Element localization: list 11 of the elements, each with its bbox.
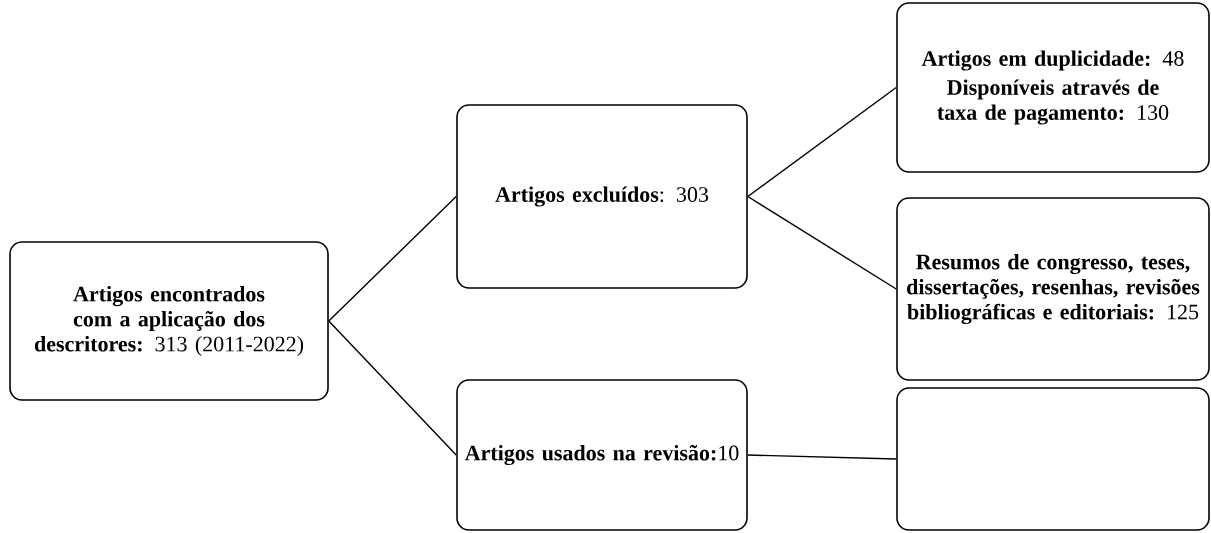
connector-line <box>747 454 897 460</box>
text-box: Artigos excluídos: 303 <box>456 104 748 289</box>
connector-line <box>328 320 457 456</box>
text-box: Artigos em duplicidade: 48 Disponíveis através de taxa de pagamento: 130 <box>896 2 1210 173</box>
empty-box <box>896 387 1210 531</box>
connector-line <box>328 195 457 322</box>
text-box: Resumos de congresso, teses, dissertações, resenhas, revisões bibliográficas e editoriais: 125 <box>896 197 1210 381</box>
connector-line <box>747 195 897 290</box>
text-box: Artigos usados na revisão:10 <box>456 379 748 531</box>
connector-line <box>747 86 897 198</box>
text-box: Artigos encontrados com a aplicação dos descritores: 313 (2011-2022) <box>9 241 329 401</box>
